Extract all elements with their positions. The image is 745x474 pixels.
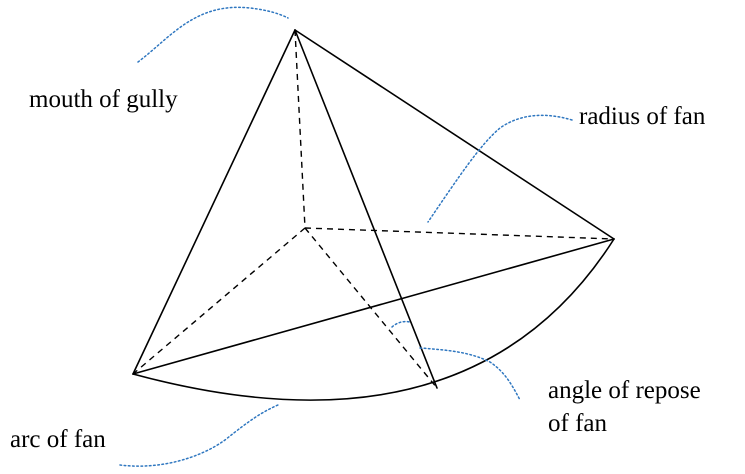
leader-angle-of-repose (419, 347, 521, 401)
dashed-vertical-edge (294, 29, 306, 229)
leader-mouth-of-gully (137, 6, 289, 63)
leader-arc-of-fan (119, 404, 279, 467)
leader-radius-of-fan (427, 114, 573, 223)
apex-left-edge (132, 29, 296, 375)
apex-right-edge (294, 29, 615, 240)
angle-mark (391, 320, 411, 328)
label-angle-of-repose-line1: angle of repose (548, 377, 701, 404)
chord-edge (132, 238, 615, 375)
label-radius-of-fan: radius of fan (579, 103, 706, 130)
label-arc-of-fan: arc of fan (10, 426, 106, 453)
label-mouth-of-gully: mouth of gully (29, 86, 178, 113)
dashed-base-edge-left (132, 227, 306, 375)
fan-arc (132, 238, 615, 401)
dashed-base-edge-right (304, 227, 615, 240)
apex-front-edge (294, 29, 438, 389)
label-angle-of-repose-line2: of fan (548, 410, 607, 437)
